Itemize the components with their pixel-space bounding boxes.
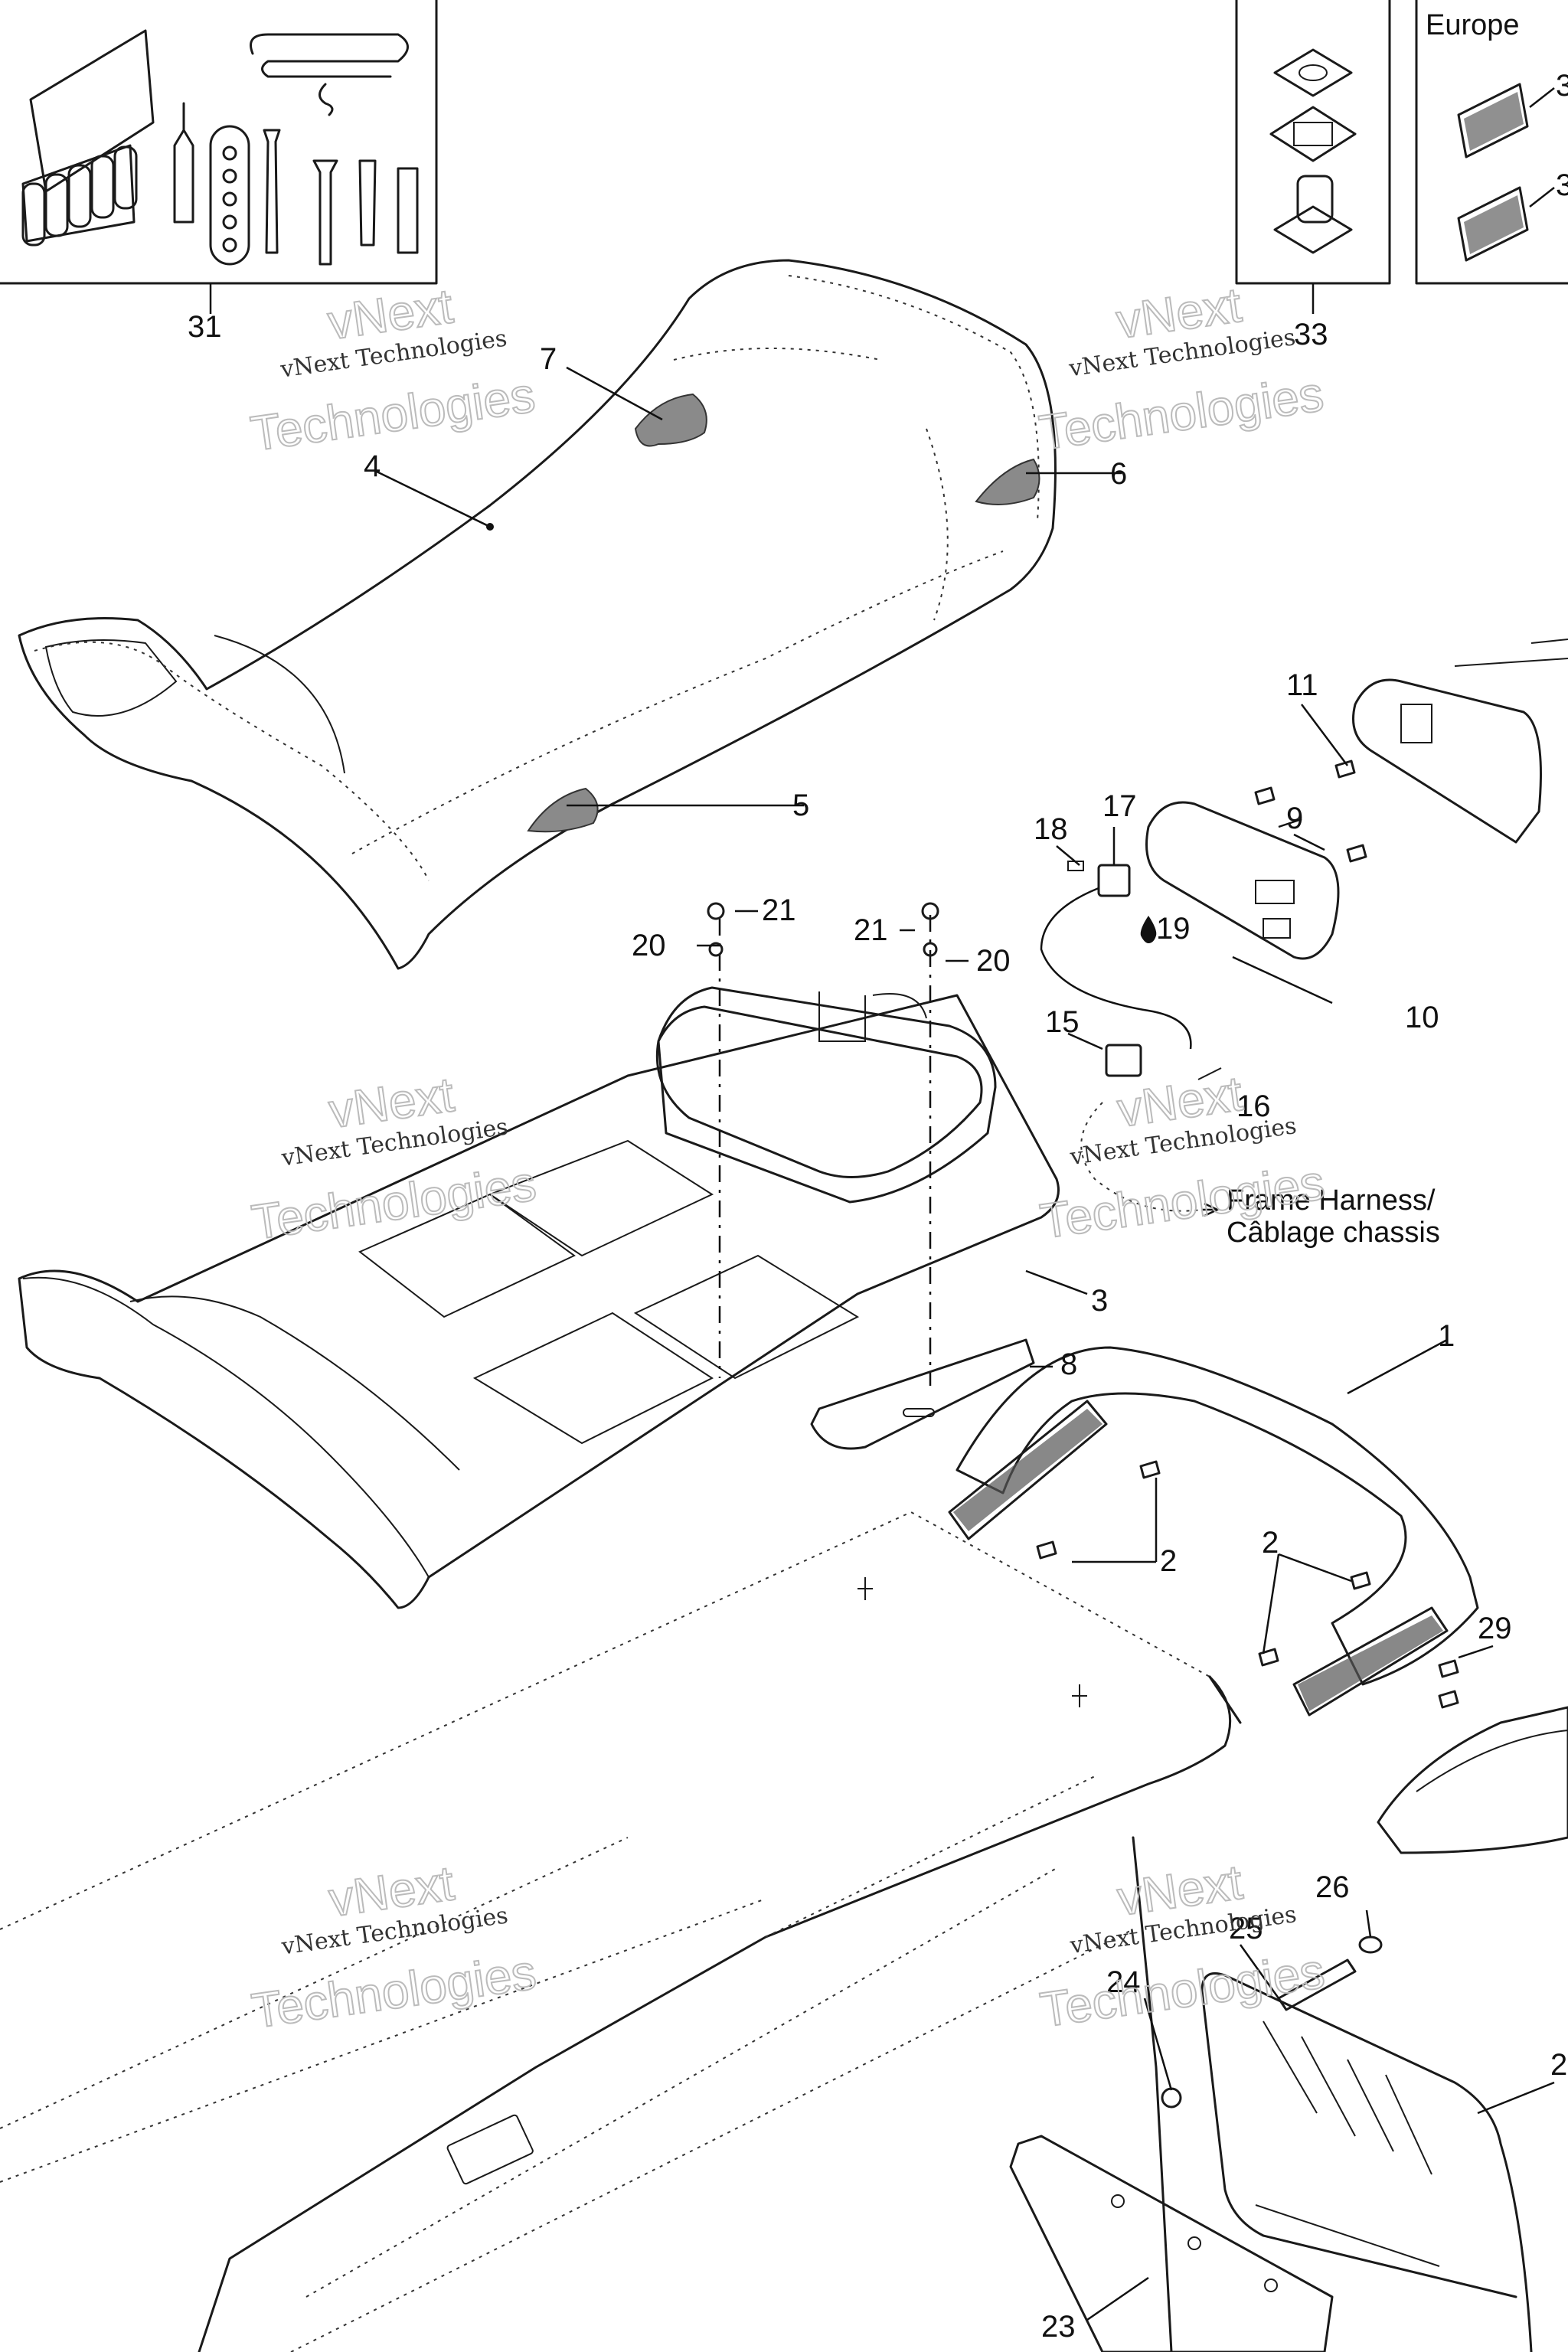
callout-7: 7 xyxy=(540,342,557,376)
callout-5: 5 xyxy=(792,789,809,822)
tool-kit-box xyxy=(0,0,438,285)
callout-26: 26 xyxy=(1315,1870,1350,1904)
callout-33: 33 xyxy=(1294,318,1328,351)
callout-3: 3 xyxy=(1091,1284,1108,1318)
europe-box: Europe 3 3 xyxy=(1415,0,1568,285)
leader-lines xyxy=(209,283,1555,2321)
seat xyxy=(18,259,1057,970)
callout-19: 19 xyxy=(1156,912,1191,946)
callout-2-lower: 2 xyxy=(1160,1544,1177,1578)
decal-7 xyxy=(634,393,707,447)
callout-24: 24 xyxy=(1106,1965,1141,1999)
part-33-box xyxy=(1235,0,1391,285)
snow-flap xyxy=(1009,1936,1533,2352)
europe-reflector-top xyxy=(1457,83,1529,158)
watermark-bottom-right: vNext Technologies vNext Technologies xyxy=(1036,1854,1328,2039)
callout-3-partial-a: 3 xyxy=(1556,69,1568,103)
callout-11: 11 xyxy=(1286,668,1318,702)
callout-20-left: 20 xyxy=(632,929,666,962)
tool-pouch-pockets xyxy=(21,145,138,247)
watermark-bottom-left: vNext Technologies vNext Technologies xyxy=(247,1854,540,2040)
callout-21-left: 21 xyxy=(762,893,796,927)
decal-6 xyxy=(975,458,1040,505)
callouts: 31 33 7 4 6 5 11 9 17 18 19 21 20 21 20 … xyxy=(188,310,1567,2344)
decal-5 xyxy=(527,787,599,833)
tunnel xyxy=(0,1511,1242,2352)
callout-23: 23 xyxy=(1041,2310,1076,2344)
callout-18: 18 xyxy=(1034,812,1068,846)
callout-25: 25 xyxy=(1229,1912,1263,1945)
europe-reflector-bottom xyxy=(1457,186,1529,262)
callout-15: 15 xyxy=(1045,1005,1080,1039)
callout-3-partial-b: 3 xyxy=(1556,168,1568,202)
callout-4: 4 xyxy=(364,449,381,483)
harness-label-fr: Câblage chassis xyxy=(1227,1217,1440,1249)
callout-16: 16 xyxy=(1236,1089,1271,1123)
harness-label-en: Frame Harness/ xyxy=(1227,1184,1436,1217)
watermark-top-left: vNext Technologies vNext Technologies xyxy=(247,277,539,462)
grab-handle xyxy=(948,1346,1479,1717)
droplet-icon xyxy=(1140,916,1157,943)
callout-1: 1 xyxy=(1438,1319,1455,1353)
frame-harness-label: Frame Harness/ Câblage chassis xyxy=(1227,1184,1440,1249)
callout-2-partial: 2 xyxy=(1550,2048,1567,2082)
luggage-panel xyxy=(810,1338,1035,1450)
callout-8: 8 xyxy=(1060,1348,1077,1381)
callout-17: 17 xyxy=(1102,789,1137,823)
callout-2-upper: 2 xyxy=(1262,1526,1279,1560)
callout-21-right: 21 xyxy=(854,913,888,947)
watermarks: vNext Technologies vNext Technologies vN… xyxy=(247,276,1328,2040)
callout-20-right: 20 xyxy=(976,944,1011,978)
callout-9: 9 xyxy=(1286,802,1303,835)
callout-31: 31 xyxy=(188,310,222,344)
side-trim xyxy=(1377,1706,1568,1854)
region-label: Europe xyxy=(1426,9,1520,41)
seat-base xyxy=(18,915,1060,1609)
taillight xyxy=(1145,639,1568,960)
bolts xyxy=(707,760,1459,1709)
callout-6: 6 xyxy=(1110,457,1127,491)
watermark-top-right: vNext Technologies vNext Technologies xyxy=(1035,276,1328,462)
callout-10: 10 xyxy=(1405,1001,1439,1034)
callout-29: 29 xyxy=(1478,1612,1512,1645)
watermark-mid-left: vNext Technologies vNext Technologies xyxy=(247,1066,540,1251)
